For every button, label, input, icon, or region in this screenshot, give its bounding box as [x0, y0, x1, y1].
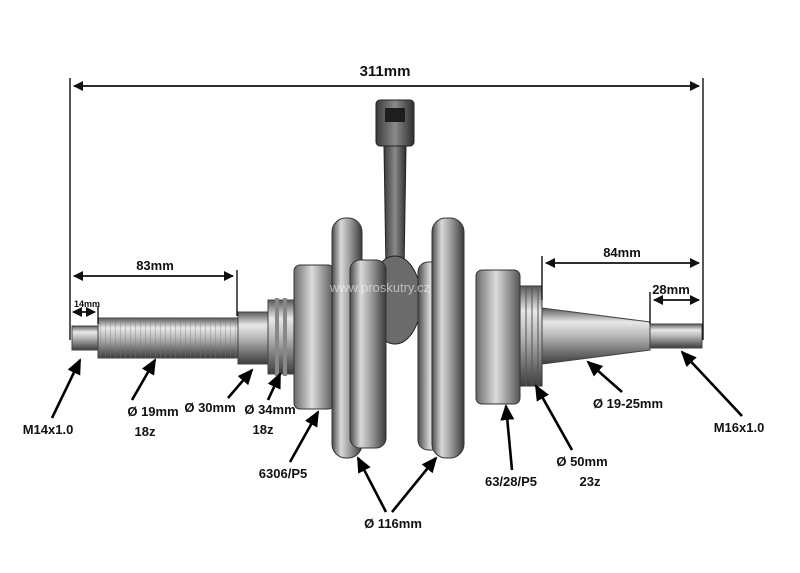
left-journal-dia-label: Ø 30mm [184, 400, 235, 415]
left-thread-label: M14x1.0 [23, 422, 74, 437]
right-flywheel [417, 217, 465, 459]
dimension-lines [69, 78, 704, 340]
right-taper-dia-label: Ø 19-25mm [593, 396, 663, 411]
left-shaft-length-label: 83mm [136, 258, 174, 273]
left-bearing [293, 264, 335, 410]
right-bearing [475, 269, 521, 405]
flywheel-dia-label: Ø 116mm [364, 516, 422, 531]
right-shaft-length-label: 84mm [603, 245, 641, 260]
callout-arrows [50, 350, 743, 513]
right-bearing-label: 63/28/P5 [485, 474, 537, 489]
right-gear-teeth-label: 23z [580, 474, 601, 489]
labels: 311mm 83mm 14mm 84mm 28mm M14x1.0 Ø 19mm… [23, 63, 765, 531]
overall-length-label: 311mm [360, 63, 411, 80]
right-gear-dia-label: Ø 50mm [556, 454, 607, 469]
right-thread-length-label: 28mm [652, 282, 690, 297]
left-gear-teeth [275, 298, 287, 376]
left-spline-dia-label: Ø 19mm [127, 404, 178, 419]
left-spline-teeth-label: 18z [135, 424, 156, 439]
crankshaft-illustration: www.proskutry.cz [71, 99, 703, 459]
right-thread-label: M16x1.0 [714, 420, 765, 435]
watermark: www.proskutry.cz [329, 280, 430, 295]
right-gear [519, 285, 543, 387]
left-gear-teeth-label: 18z [253, 422, 274, 437]
right-taper-shaft [541, 307, 703, 365]
left-thread-length-label: 14mm [74, 299, 100, 309]
left-bearing-label: 6306/P5 [259, 466, 307, 481]
left-spline-shaft [71, 298, 295, 376]
left-flywheel [331, 217, 387, 459]
left-gear-dia-label: Ø 34mm [244, 402, 295, 417]
